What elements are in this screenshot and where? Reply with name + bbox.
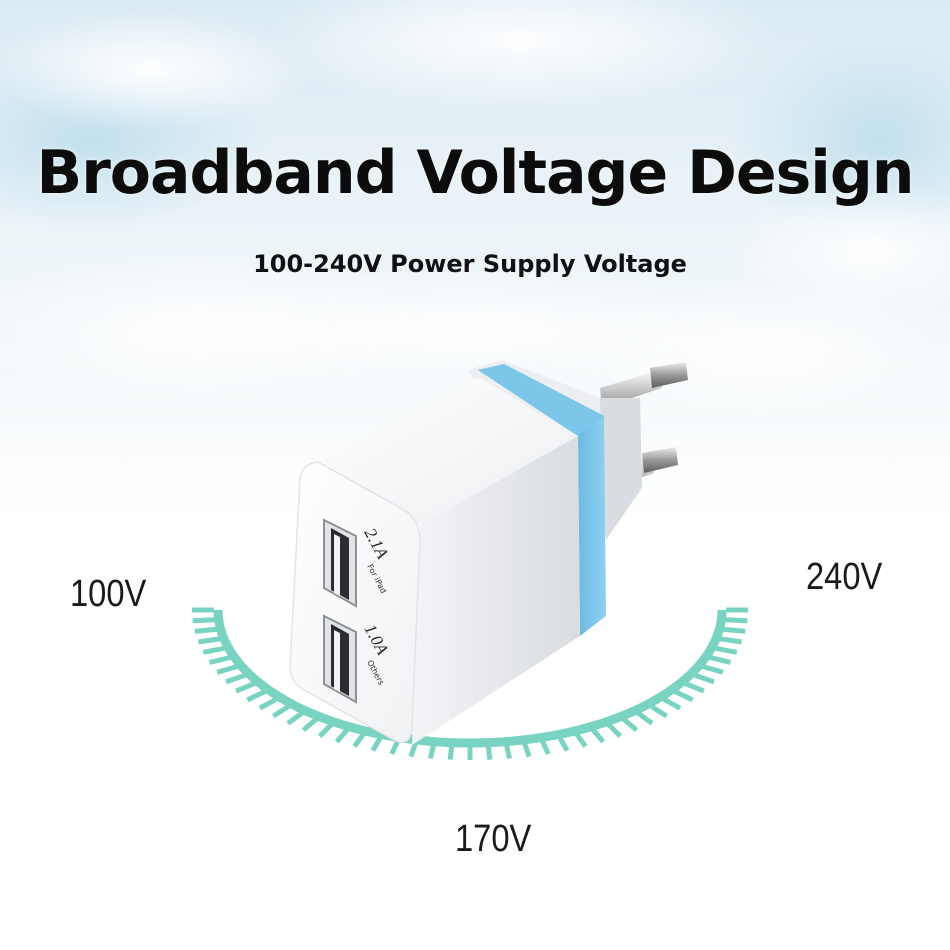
charger-side-face [412,436,580,745]
gauge-tick [709,655,732,665]
gauge-tick [719,636,742,645]
voltage-mid-label: 170V [455,818,532,860]
gauge-tick [198,636,221,645]
gauge-tick [447,745,455,760]
gauge-tick [208,655,231,665]
charger-top-face [304,378,578,525]
gauge-tick [684,681,705,694]
gauge-tick [235,681,256,694]
gauge-tick [673,689,694,703]
subheadline: 100-240V Power Supply Voltage [253,250,687,278]
gauge-tick [574,732,588,748]
gauge-tick [317,722,334,738]
gauge-tick [725,617,748,624]
gauge-tick [590,727,606,744]
gauge-tick [485,745,493,760]
gauge-tick [370,736,383,752]
gauge-tick [216,664,238,675]
gauge-tick [258,696,278,711]
gauge-tick [272,704,291,719]
voltage-max-label: 240V [806,556,883,598]
gauge-tick [225,672,247,685]
gauge-tick [702,664,724,675]
gauge-tick [427,744,437,760]
gauge-tick [202,645,225,655]
gauge-tick [723,626,746,634]
gauge-tick [408,742,418,758]
gauge-tick [301,716,319,733]
gauge-tick [503,744,513,760]
voltage-min-label: 100V [70,573,147,615]
gauge-tick [693,672,715,685]
gauge-tick [557,736,570,752]
gauge-tick [606,722,623,738]
gauge-tick [522,742,532,758]
gauge-arc [213,609,727,748]
gauge-tick [352,732,366,748]
gauge-tick [649,704,668,719]
headline: Broadband Voltage Design [36,138,914,208]
clouds [0,0,950,420]
gauge-tick [539,739,551,755]
gauge-tick [662,696,682,711]
voltage-gauge [192,607,748,760]
gauge-tick [246,689,267,703]
gauge-tick [636,710,654,726]
usb-port-top [323,518,357,608]
usb-port-bottom [323,614,357,704]
gauge-tick [621,716,639,733]
gauge-tick [192,617,215,624]
gauge-tick [389,739,401,755]
charger: 2.1A For iPad 1.0A Others [289,360,688,745]
gauge-tick [194,626,217,634]
gauge-tick [286,710,304,726]
gauge-tick [715,645,738,655]
gauge-tick [334,727,350,744]
